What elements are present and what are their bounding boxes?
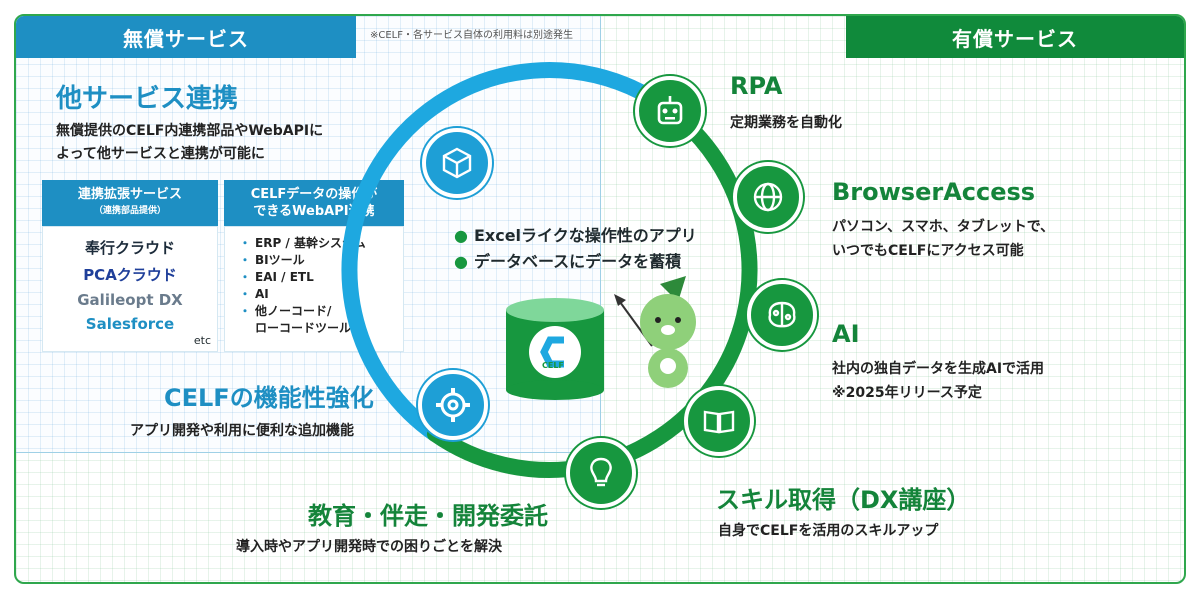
bugyo-cloud-logo: 奉行クラウド bbox=[84, 239, 175, 257]
globe-gear-icon bbox=[733, 162, 803, 232]
paid-service-header: 有償サービス bbox=[846, 16, 1184, 58]
paid-ring-arc bbox=[427, 98, 758, 478]
webapi-item: ・他ノーコード/ bbox=[239, 304, 332, 318]
skill-desc: 自身でCELFを活用のスキルアップ bbox=[718, 523, 939, 539]
free-ring-arc bbox=[341, 62, 672, 442]
center-bullet: ●Excelライクな操作性のアプリ bbox=[454, 226, 697, 245]
extension-service-subtitle: （連携部品提供） bbox=[93, 206, 166, 216]
function-title: CELFの機能性強化 bbox=[164, 384, 374, 412]
browseraccess-desc-2: いつでもCELFにアクセス可能 bbox=[832, 243, 1024, 259]
integration-desc-1: 無償提供のCELF内連携部品やWebAPIに bbox=[56, 123, 324, 139]
webapi-item: ・BIツール bbox=[239, 253, 305, 267]
webapi-item: ・ローコードツール bbox=[255, 321, 352, 335]
function-desc: アプリ開発や利用に便利な追加機能 bbox=[130, 423, 354, 439]
extension-service-title: 連携拡張サービス bbox=[77, 187, 182, 202]
webapi-item: ・ERP / 基幹システム bbox=[239, 236, 366, 250]
extension-service-body: 奉行クラウド PCAクラウド Galileopt DX Salesforce e… bbox=[42, 226, 218, 352]
ai-desc-1: 社内の独自データを生成AIで活用 bbox=[832, 361, 1045, 377]
skill-title: スキル取得（DX講座） bbox=[716, 486, 971, 514]
rpa-title: RPA bbox=[730, 72, 783, 100]
database-label: CELF bbox=[542, 361, 564, 370]
database-icon bbox=[506, 298, 604, 400]
integration-desc-2: よって他サービスと連携が可能に bbox=[56, 146, 265, 162]
ai-desc-2: ※2025年リリース予定 bbox=[832, 385, 982, 401]
browseraccess-title: BrowserAccess bbox=[832, 178, 1036, 206]
service-ring bbox=[341, 62, 758, 478]
webapi-body: ・ERP / 基幹システム ・BIツール ・EAI / ETL ・AI ・他ノー… bbox=[224, 226, 404, 352]
cube-network-icon bbox=[422, 128, 492, 198]
browseraccess-desc-1: パソコン、スマホ、タブレットで、 bbox=[832, 219, 1055, 235]
salesforce-logo: Salesforce bbox=[85, 315, 175, 333]
fee-note: ※CELF・各サービス自体の利用料は別途発生 bbox=[370, 30, 574, 41]
webapi-item: ・AI bbox=[239, 287, 269, 301]
education-title: 教育・伴走・開発委託 bbox=[308, 502, 548, 530]
robot-icon bbox=[635, 76, 705, 146]
webapi-title-1: CELFデータの操作が bbox=[250, 187, 378, 202]
free-service-header: 無償サービス bbox=[16, 16, 356, 58]
rpa-desc: 定期業務を自動化 bbox=[730, 115, 842, 131]
gear-icon bbox=[418, 370, 488, 440]
mascot-icon bbox=[614, 276, 696, 388]
webapi-item: ・EAI / ETL bbox=[239, 270, 314, 284]
brain-icon bbox=[747, 280, 817, 350]
pca-cloud-logo: PCAクラウド bbox=[83, 266, 177, 284]
lightbulb-icon bbox=[566, 438, 636, 508]
integration-title: 他サービス連携 bbox=[56, 84, 239, 114]
center-bullet: ●データベースにデータを蓄積 bbox=[454, 252, 682, 271]
education-desc: 導入時やアプリ開発時での困りごとを解決 bbox=[236, 539, 502, 555]
book-icon bbox=[684, 386, 754, 456]
webapi-title-2: できるWebAPI連携 bbox=[253, 204, 375, 219]
galileopt-logo: Galileopt DX bbox=[77, 291, 183, 309]
etc-label: etc bbox=[193, 334, 211, 347]
service-overview-frame: 無償サービス ※CELF・各サービス自体の利用料は別途発生 有償サービス 他サー… bbox=[14, 14, 1186, 584]
extension-service-header: 連携拡張サービス （連携部品提供） bbox=[42, 180, 218, 226]
ai-title: AI bbox=[832, 320, 860, 348]
